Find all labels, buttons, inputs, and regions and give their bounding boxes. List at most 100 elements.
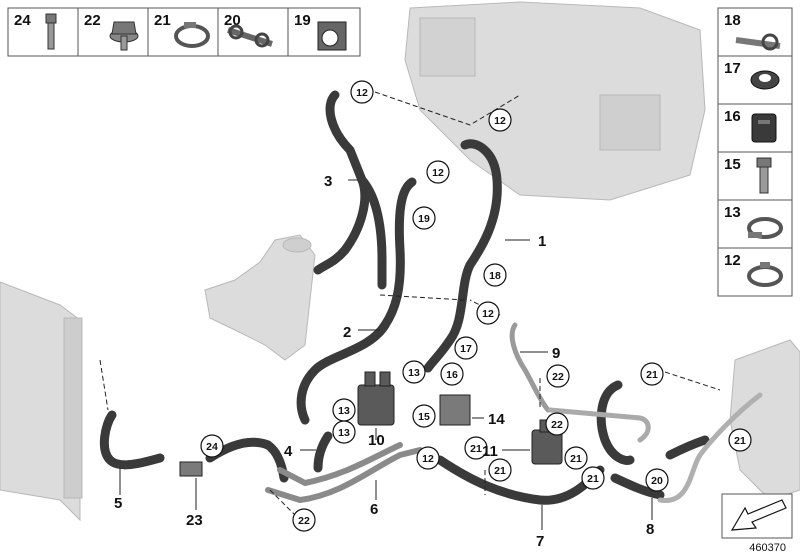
leader-12b bbox=[379, 294, 466, 301]
hose-8b bbox=[665, 435, 710, 460]
valve-10-top2 bbox=[379, 371, 391, 387]
callout: 5 bbox=[114, 495, 122, 512]
leader-12a bbox=[374, 91, 521, 126]
double-clamp-icon bbox=[227, 24, 273, 48]
hose-8 bbox=[610, 473, 665, 500]
clip-holder-icon bbox=[317, 21, 347, 51]
rubber-mount-icon bbox=[751, 113, 777, 143]
svg-text:12: 12 bbox=[422, 453, 434, 465]
svg-text:21: 21 bbox=[470, 443, 482, 455]
svg-text:12: 12 bbox=[356, 87, 368, 99]
legend-num: 13 bbox=[724, 204, 741, 221]
circle-label: 12 bbox=[350, 80, 374, 104]
circle-label: 21 bbox=[488, 458, 512, 482]
filter-cap bbox=[282, 237, 312, 253]
pipe-6b bbox=[277, 442, 403, 486]
callout: 23 bbox=[186, 512, 203, 529]
callout-lines bbox=[119, 179, 653, 530]
hose-5 bbox=[99, 410, 165, 470]
arrow-icon bbox=[730, 499, 787, 531]
circle-label: 21 bbox=[728, 428, 752, 452]
circle-label: 22 bbox=[546, 364, 570, 388]
callout: 14 bbox=[488, 411, 505, 428]
legend-num: 22 bbox=[84, 12, 101, 29]
svg-text:13: 13 bbox=[408, 367, 420, 379]
hose-clamp-icon bbox=[174, 22, 210, 48]
svg-text:12: 12 bbox=[482, 308, 494, 320]
legend-num: 19 bbox=[294, 12, 311, 29]
callout: 7 bbox=[536, 533, 544, 550]
pipe-6 bbox=[265, 447, 423, 503]
engine-part-right bbox=[729, 339, 800, 501]
callout: 10 bbox=[368, 432, 385, 449]
callout: 3 bbox=[324, 173, 332, 190]
bracket-14 bbox=[439, 394, 471, 426]
circle-label: 22 bbox=[292, 508, 316, 532]
hex-bolt-icon bbox=[756, 157, 772, 194]
connector-24 bbox=[179, 461, 203, 477]
hoses bbox=[99, 90, 763, 505]
hose-19 bbox=[380, 177, 417, 330]
callout: 4 bbox=[284, 443, 293, 460]
svg-text:22: 22 bbox=[551, 419, 563, 431]
circle-label: 21 bbox=[640, 362, 664, 386]
screw-clamp-icon bbox=[747, 217, 783, 239]
circle-label: 19 bbox=[412, 206, 436, 230]
svg-text:17: 17 bbox=[460, 343, 472, 355]
strap-clamp-icon bbox=[735, 33, 781, 51]
callout: 2 bbox=[343, 324, 351, 341]
callout-numbers: 1 2 3 4 5 6 7 8 9 10 11 14 23 bbox=[114, 173, 654, 550]
circle-label: 13 bbox=[402, 360, 426, 384]
leader-21 bbox=[664, 371, 721, 391]
svg-text:19: 19 bbox=[418, 213, 430, 225]
grommet-icon bbox=[750, 70, 780, 90]
legend-num: 15 bbox=[724, 156, 741, 173]
svg-text:21: 21 bbox=[646, 369, 658, 381]
circle-label: 12 bbox=[426, 160, 450, 184]
legend-top-frame bbox=[7, 7, 361, 57]
bolt-icon bbox=[45, 13, 57, 50]
legend-num: 24 bbox=[14, 12, 31, 29]
valve-10-top bbox=[364, 371, 376, 387]
circle-label: 18 bbox=[483, 263, 507, 287]
radiator bbox=[0, 281, 81, 522]
pipe-9 bbox=[509, 322, 551, 413]
callout: 8 bbox=[646, 521, 654, 538]
circle-label: 12 bbox=[488, 108, 512, 132]
legend-num: 18 bbox=[724, 12, 741, 29]
circle-label: 13 bbox=[332, 398, 356, 422]
hose-3-branch bbox=[357, 175, 387, 290]
svg-text:15: 15 bbox=[418, 411, 430, 423]
callout: 11 bbox=[482, 443, 498, 460]
legend-num: 21 bbox=[154, 12, 171, 29]
svg-text:13: 13 bbox=[338, 405, 350, 417]
radiator-tank bbox=[63, 317, 83, 499]
svg-text:13: 13 bbox=[338, 427, 350, 439]
circle-label: 21 bbox=[564, 446, 588, 470]
nut-washer-icon bbox=[109, 21, 139, 51]
circle-label: 16 bbox=[440, 362, 464, 386]
hose-4 bbox=[313, 431, 333, 473]
filter-housing bbox=[204, 234, 316, 361]
svg-text:12: 12 bbox=[494, 115, 506, 127]
hose-23 bbox=[205, 437, 289, 483]
hose-2 bbox=[296, 320, 390, 425]
hose-21-right bbox=[596, 380, 635, 465]
pipe-right bbox=[547, 407, 651, 443]
svg-text:16: 16 bbox=[446, 369, 458, 381]
svg-text:21: 21 bbox=[494, 465, 506, 477]
circle-label: 13 bbox=[332, 420, 356, 444]
svg-text:12: 12 bbox=[432, 167, 444, 179]
legend-num: 12 bbox=[724, 252, 741, 269]
svg-text:21: 21 bbox=[570, 453, 582, 465]
circle-label: 22 bbox=[545, 412, 569, 436]
valves bbox=[179, 371, 563, 477]
reference-number: 460370 bbox=[749, 542, 786, 554]
svg-text:22: 22 bbox=[552, 371, 564, 383]
circled-labels: 12 12 12 12 12 19 18 17 16 15 13 13 13 2… bbox=[200, 80, 752, 532]
circle-label: 24 bbox=[200, 434, 224, 458]
circle-label: 12 bbox=[476, 301, 500, 325]
svg-text:24: 24 bbox=[206, 441, 218, 453]
pipe-right-long bbox=[657, 392, 763, 503]
